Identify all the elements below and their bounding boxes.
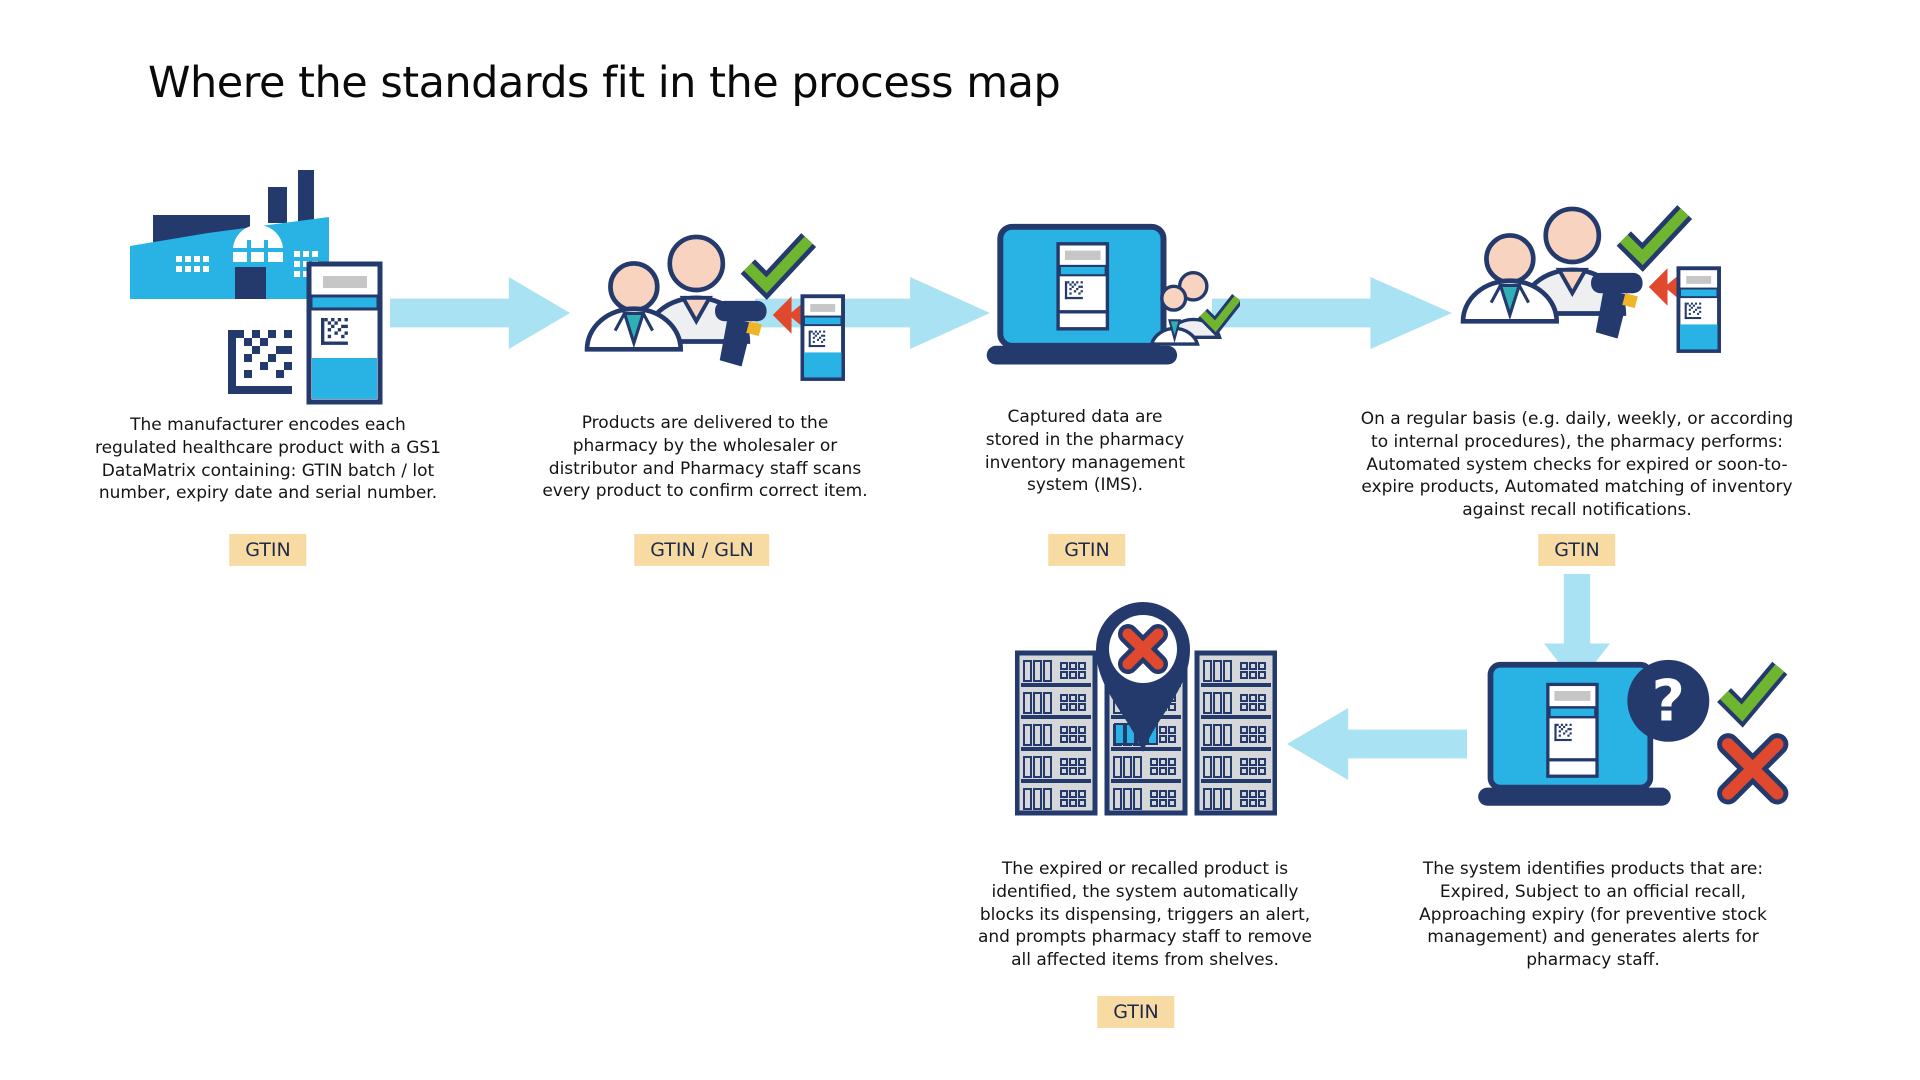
flow-arrow-right-1 — [390, 277, 570, 349]
check-icon — [1616, 205, 1693, 272]
pharmacy-staff-scan-icon — [584, 233, 845, 381]
caption-identification: The system identifies products that are:… — [1419, 859, 1767, 971]
product-pack-icon — [800, 294, 845, 381]
caption-delivery: Products are delivered to the pharmacy b… — [542, 413, 868, 502]
scan-beam-icon — [772, 296, 792, 334]
location-pin-cross-icon — [1096, 602, 1190, 752]
factory-icon — [130, 170, 383, 405]
svg-text:?: ? — [1652, 667, 1685, 734]
product-pack-icon — [1676, 266, 1721, 353]
caption-manufacturer: The manufacturer encodes each regulated … — [94, 415, 442, 504]
barcode-scanner-icon — [715, 296, 803, 367]
badge-gtin-1: GTIN — [229, 534, 307, 566]
scan-beam-icon — [1648, 268, 1668, 306]
check-icon — [1197, 293, 1240, 337]
check-icon — [1717, 661, 1788, 728]
question-mark-icon: ? — [1627, 659, 1710, 742]
page-title: Where the standards fit in the process m… — [148, 58, 1061, 108]
badge-gtin-3: GTIN — [1048, 534, 1126, 566]
cross-icon — [1118, 624, 1168, 674]
laptop-ims-icon — [986, 223, 1240, 365]
staff-scan-check-icon — [1460, 205, 1721, 353]
flow-arrow-left — [1287, 708, 1467, 780]
flow-arrow-right-3 — [1212, 277, 1452, 349]
caption-block-remove: The expired or recalled product is ident… — [977, 859, 1312, 971]
badge-gtin-6: GTIN — [1097, 996, 1175, 1028]
product-label-icon — [1546, 682, 1599, 778]
caption-ims: Captured data are stored in the pharmacy… — [984, 407, 1186, 496]
product-label-icon — [1056, 242, 1110, 331]
cross-icon — [1717, 733, 1789, 805]
caption-checks: On a regular basis (e.g. daily, weekly, … — [1360, 409, 1794, 521]
laptop-query-icon: ? — [1478, 659, 1789, 806]
check-icon — [740, 233, 817, 300]
datamatrix-icon — [228, 330, 292, 394]
badge-gtin-gln: GTIN / GLN — [634, 534, 770, 566]
badge-gtin-4: GTIN — [1538, 534, 1616, 566]
barcode-scanner-icon — [1591, 268, 1679, 339]
product-pack-icon — [306, 261, 383, 405]
